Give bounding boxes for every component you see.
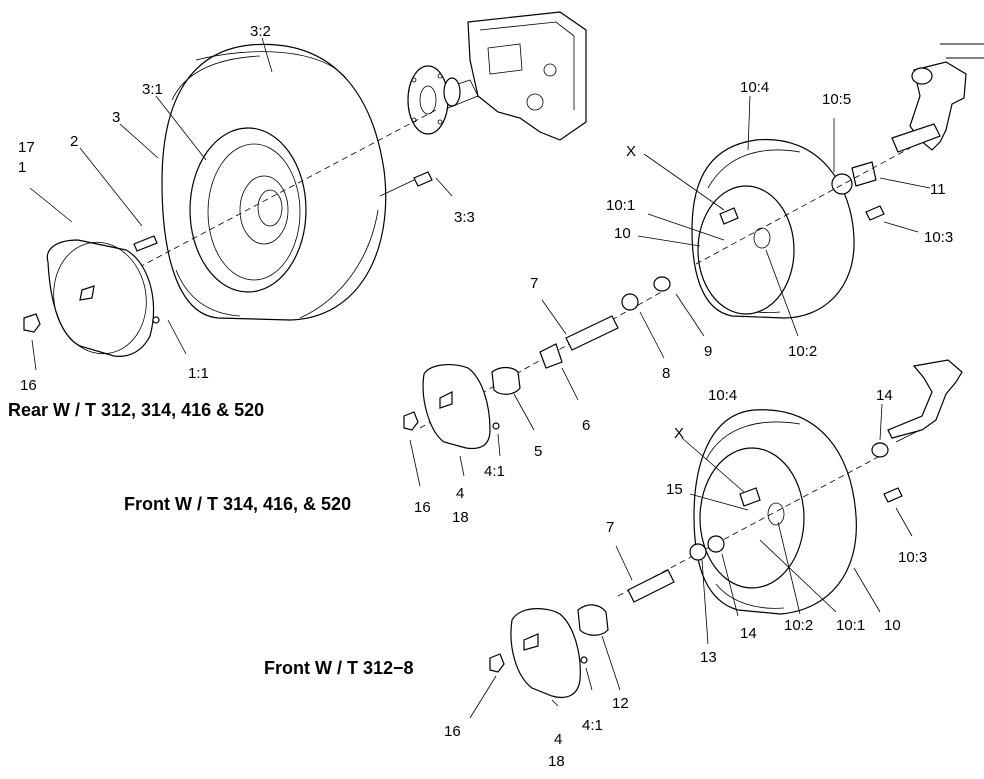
caption-front-a: Front W / T 314, 416, & 520 (124, 494, 351, 514)
label-10-3-lower: 10:3 (898, 549, 927, 566)
label-15: 15 (666, 481, 683, 498)
bolt-2 (133, 235, 158, 252)
transaxle-housing (439, 11, 587, 141)
label-10-lower: 10 (884, 617, 901, 634)
label-10-1-upper: 10:1 (606, 197, 635, 214)
label-17: 17 (18, 139, 35, 156)
label-18-middle: 18 (452, 509, 469, 526)
label-10-2-upper: 10:2 (788, 343, 817, 360)
front-lower-assembly (469, 359, 963, 719)
part-labels: 3:2 3:1 3 2 17 1 3:3 16 1:1 10:4 10:5 X … (18, 23, 953, 770)
label-3-3: 3:3 (454, 209, 475, 226)
label-10-2-lower: 10:2 (784, 617, 813, 634)
label-3-1: 3:1 (142, 81, 163, 98)
label-4-1-middle: 4:1 (484, 463, 505, 480)
label-13: 13 (700, 649, 717, 666)
caption-rear: Rear W / T 312, 314, 416 & 520 (8, 400, 264, 420)
label-10-5: 10:5 (822, 91, 851, 108)
hub-cap (46, 239, 155, 357)
caption-front-b: Front W / T 312−8 (264, 658, 414, 678)
label-x-upper: X (626, 143, 636, 160)
label-4-middle: 4 (456, 485, 464, 502)
label-10-1-lower: 10:1 (836, 617, 865, 634)
label-9: 9 (704, 343, 712, 360)
label-3-2: 3:2 (250, 23, 271, 40)
assembly-captions: Rear W / T 312, 314, 416 & 520 Front W /… (8, 400, 414, 678)
label-16-middle: 16 (414, 499, 431, 516)
label-10-3-upper: 10:3 (924, 229, 953, 246)
label-5: 5 (534, 443, 542, 460)
label-16-lower: 16 (444, 723, 461, 740)
label-10-4-lower: 10:4 (708, 387, 737, 404)
bolt-3-3 (379, 171, 433, 197)
rear-rim (189, 127, 307, 293)
label-2: 2 (70, 133, 78, 150)
label-1-1: 1:1 (188, 365, 209, 382)
spindle-upper (891, 43, 984, 153)
label-18-lower: 18 (548, 753, 565, 770)
label-6: 6 (582, 417, 590, 434)
label-7-lower: 7 (606, 519, 614, 536)
label-4-lower: 4 (554, 731, 562, 748)
label-14-upper: 14 (876, 387, 893, 404)
label-x-lower: X (674, 425, 684, 442)
label-11: 11 (930, 181, 946, 198)
label-7-middle: 7 (530, 275, 538, 292)
rear-hub (407, 65, 461, 135)
label-16-rear: 16 (20, 377, 37, 394)
label-1: 1 (18, 159, 26, 176)
label-10-upper: 10 (614, 225, 631, 242)
label-14-lower: 14 (740, 625, 757, 642)
clip-16-rear (23, 313, 41, 333)
label-4-1-lower: 4:1 (582, 717, 603, 734)
front-upper-assembly (637, 43, 984, 337)
rear-wheel-assembly (23, 11, 587, 371)
label-3: 3 (112, 109, 120, 126)
label-12: 12 (612, 695, 629, 712)
clip-1-1 (152, 316, 160, 324)
label-10-4-upper: 10:4 (740, 79, 769, 96)
front-middle-assembly (403, 276, 705, 487)
label-8: 8 (662, 365, 670, 382)
